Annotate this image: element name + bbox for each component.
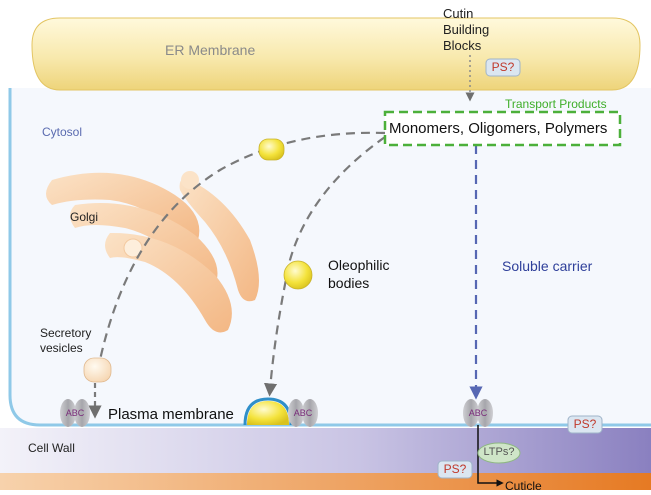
secretory-vesicles-label: Secretory vesicles <box>40 326 92 355</box>
cell-interior <box>10 88 651 425</box>
cell-wall-band <box>0 428 651 473</box>
abc-transporter-left <box>60 399 90 427</box>
path-to-vesicle <box>98 131 386 361</box>
cuticle-band <box>0 473 651 490</box>
yellow-vesicle-upper <box>258 138 285 161</box>
ps-label-membrane: PS? <box>573 417 597 431</box>
cytosol-label: Cytosol <box>42 125 83 139</box>
er-membrane-label: ER Membrane <box>165 42 256 58</box>
monomers-label: Monomers, Oligomers, Polymers <box>389 120 608 137</box>
cuticle-label: Cuticle <box>505 479 542 493</box>
transport-products-label: Transport Products <box>505 97 607 111</box>
plasma-membrane-line <box>8 88 651 427</box>
abc-label-left: ABC <box>65 408 85 418</box>
transport-products-box <box>383 110 622 147</box>
abc-transporter-middle <box>288 399 318 427</box>
abc-label-right: ABC <box>468 408 488 418</box>
soluble-carrier-label: Soluble carrier <box>502 258 593 274</box>
ps-label-er: PS? <box>491 60 515 74</box>
plasma-membrane-label: Plasma membrane <box>108 406 234 423</box>
golgi-label: Golgi <box>70 210 99 224</box>
fused-oleophilic-body <box>247 401 289 425</box>
er-membrane <box>31 17 641 91</box>
ps-box-er <box>485 58 521 77</box>
ps-box-wall <box>437 460 473 479</box>
ps-label-wall: PS? <box>443 462 467 476</box>
ltps-ellipse <box>477 442 521 464</box>
secretory-vesicle <box>83 357 112 383</box>
ltps-label: LTPs? <box>483 446 515 458</box>
cuticle-arrow <box>477 425 504 487</box>
oleophilic-bodies-label: Oleophilic bodies <box>328 257 390 291</box>
ps-box-membrane <box>567 415 603 434</box>
abc-transporter-right <box>463 399 493 427</box>
abc-label-middle: ABC <box>293 408 313 418</box>
cell-wall-label: Cell Wall <box>28 441 75 455</box>
cutin-building-blocks-label: Cutin Building Blocks <box>443 6 490 53</box>
path-to-oleophilic <box>263 136 386 397</box>
oleophilic-body <box>283 260 313 290</box>
